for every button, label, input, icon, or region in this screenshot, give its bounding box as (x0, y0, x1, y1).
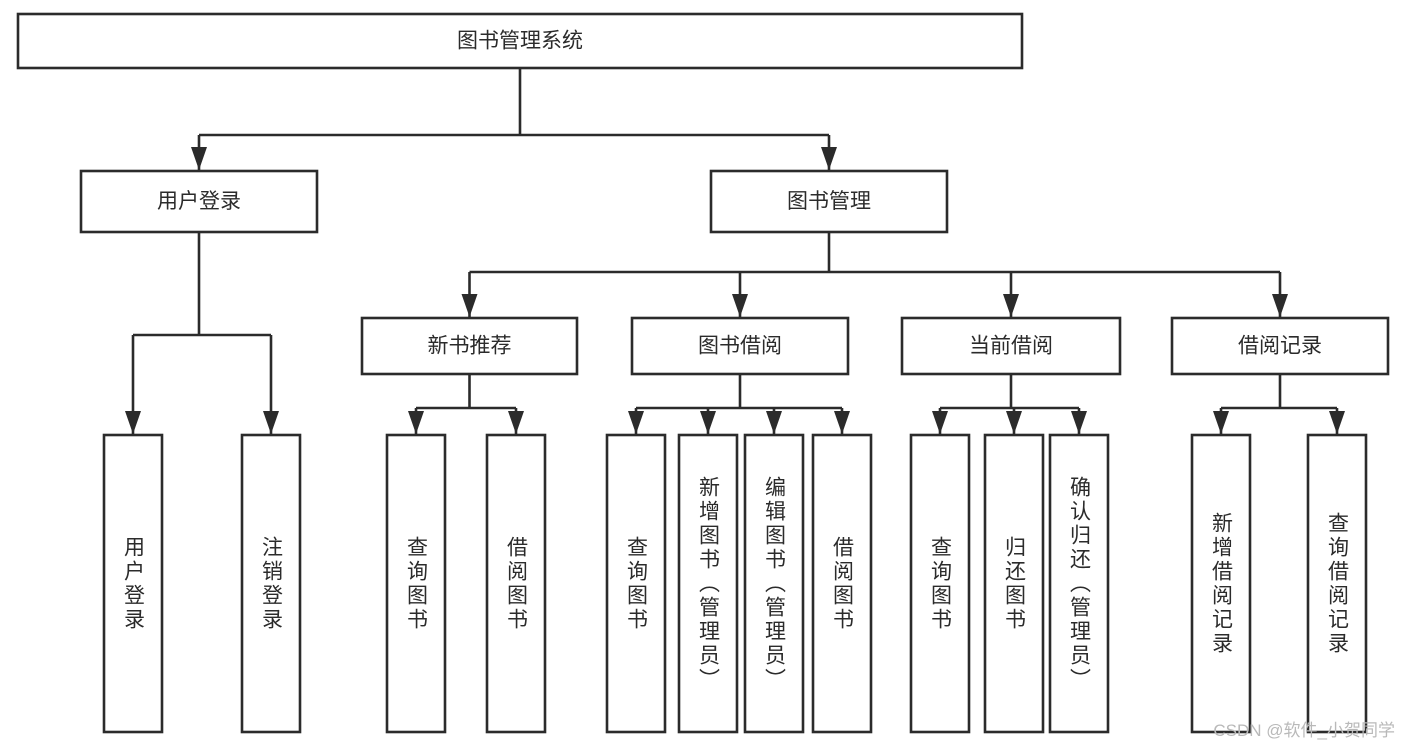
node-label-root: 图书管理系统 (457, 30, 583, 53)
node-leaf-query-record[interactable] (1306, 433, 1368, 734)
node-leaf-user-login[interactable] (102, 433, 164, 734)
node-label-book-manage: 图书管理 (787, 190, 871, 213)
node-leaf-add-record[interactable] (1190, 433, 1252, 734)
csdn-watermark: CSDN @软件_小贺同学 (1213, 721, 1395, 740)
arrow-head-icon-leaf-query-book-1 (408, 411, 424, 434)
node-leaf-confirm-return[interactable] (1048, 433, 1110, 734)
node-label-new-book-rec: 新书推荐 (428, 335, 512, 358)
node-label-user-login: 用户登录 (157, 190, 241, 213)
node-label-current-borrow: 当前借阅 (969, 335, 1053, 358)
arrow-head-icon-leaf-query-record (1329, 411, 1345, 434)
node-user-login[interactable] (79, 169, 319, 234)
node-leaf-edit-book[interactable] (743, 433, 805, 734)
node-leaf-borrow-book-2[interactable] (811, 433, 873, 734)
node-book-borrow[interactable] (630, 316, 850, 376)
node-borrow-record[interactable] (1170, 316, 1390, 376)
arrow-head-icon-leaf-add-book (700, 411, 716, 434)
arrow-head-icon-leaf-borrow-book-2 (834, 411, 850, 434)
node-label-book-borrow: 图书借阅 (698, 335, 782, 358)
arrow-head-icon-leaf-return-book (1006, 411, 1022, 434)
connector-layer (125, 68, 1345, 434)
node-leaf-return-book[interactable] (983, 433, 1045, 734)
arrow-head-icon-borrow-record (1272, 294, 1288, 317)
arrow-head-icon-user-login (191, 147, 207, 170)
node-new-book-rec[interactable] (360, 316, 579, 376)
node-book-manage[interactable] (709, 169, 949, 234)
node-leaf-add-book[interactable] (677, 433, 739, 734)
arrow-head-icon-leaf-add-record (1213, 411, 1229, 434)
arrow-head-icon-leaf-confirm-return (1071, 411, 1087, 434)
node-leaf-query-book-2[interactable] (605, 433, 667, 734)
arrow-head-icon-leaf-query-book-2 (628, 411, 644, 434)
node-leaf-logout[interactable] (240, 433, 302, 734)
arrow-head-icon-new-book-rec (461, 294, 478, 317)
node-leaf-query-book-1[interactable] (385, 433, 447, 734)
node-leaf-query-book-3[interactable] (909, 433, 971, 734)
arrow-head-icon-book-manage (821, 147, 837, 170)
node-current-borrow[interactable] (900, 316, 1122, 376)
arrow-head-icon-leaf-edit-book (766, 411, 782, 434)
node-leaf-borrow-book-1[interactable] (485, 433, 547, 734)
arrow-head-icon-leaf-borrow-book-1 (508, 411, 524, 434)
arrow-head-icon-leaf-query-book-3 (932, 411, 948, 434)
arrow-head-icon-leaf-logout (263, 411, 279, 434)
arrow-head-icon-book-borrow (732, 294, 748, 317)
node-box-layer (16, 12, 1390, 734)
arrow-head-icon-current-borrow (1003, 294, 1019, 317)
node-label-borrow-record: 借阅记录 (1238, 335, 1322, 358)
arrow-head-icon-leaf-user-login (125, 411, 141, 434)
node-root[interactable] (16, 12, 1024, 70)
